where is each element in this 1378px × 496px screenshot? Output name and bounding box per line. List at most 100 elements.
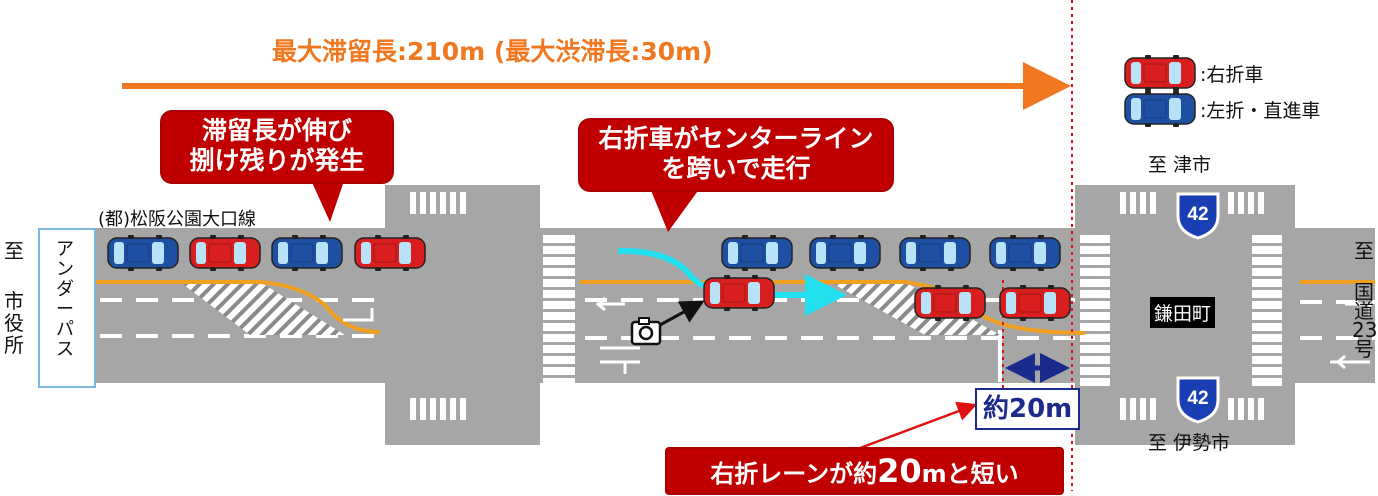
- crosswalk-stripe: [1080, 323, 1110, 331]
- dest-left-to: 至: [4, 239, 24, 263]
- intersection-name: 鎌田町: [1150, 297, 1216, 328]
- crosswalk-stripe: [440, 192, 446, 214]
- callout-queue-line1: 滞留長が伸び: [201, 116, 352, 145]
- crosswalk-stripe: [460, 192, 466, 214]
- car-icon: [189, 234, 261, 272]
- crosswalk-stripe: [1252, 334, 1282, 342]
- dest-top: 至 津市: [1148, 154, 1212, 176]
- crosswalk-stripe: [1080, 312, 1110, 320]
- car-icon: [899, 234, 971, 272]
- car-icon: [999, 284, 1071, 322]
- crosswalk-stripe: [430, 398, 436, 420]
- callout-queue-line2: 捌け残りが発生: [189, 146, 365, 175]
- callout-short-lane-b: mと短い: [921, 460, 1019, 488]
- callout-tail-queue: [310, 178, 345, 222]
- crosswalk-stripe: [1080, 334, 1110, 342]
- crosswalk-stripe: [543, 367, 575, 375]
- crosswalk-stripe: [1228, 192, 1234, 214]
- crosswalk-stripe: [1252, 323, 1282, 331]
- car-icon: [271, 234, 343, 272]
- crosswalk-stripe: [1252, 378, 1282, 386]
- crosswalk-stripe: [543, 268, 575, 276]
- crosswalk-stripe: [1080, 257, 1110, 265]
- car-icon: [721, 234, 793, 272]
- callout-short-lane-a: 右折レーンが約: [710, 460, 878, 488]
- crosswalk-stripe: [543, 279, 575, 287]
- crosswalk-stripe: [1130, 192, 1136, 214]
- crosswalk-stripe: [450, 398, 456, 420]
- crosswalk-stripe: [1252, 257, 1282, 265]
- callout-short-lane: 右折レーンが約20mと短い: [665, 447, 1064, 495]
- crosswalk-stripe: [1080, 301, 1110, 309]
- callout-tail-centerline: [650, 188, 700, 232]
- car-icon: [809, 234, 881, 272]
- dest-bottom: 至 伊勢市: [1148, 432, 1231, 454]
- camera-icon: [630, 317, 662, 346]
- road-arrows: [343, 296, 1372, 374]
- crosswalk-stripe: [1080, 356, 1110, 364]
- svg-text:42: 42: [1187, 204, 1208, 225]
- crosswalk-stripe: [1120, 192, 1126, 214]
- underpass-box: [38, 228, 96, 388]
- legend-red-car-icon: [1124, 54, 1196, 92]
- crosswalk-stripe: [1140, 192, 1146, 214]
- dest-left-place: 市役所: [4, 289, 24, 357]
- crosswalk-stripe: [543, 246, 575, 254]
- crosswalk-stripe: [430, 192, 436, 214]
- crosswalk-stripe: [1252, 301, 1282, 309]
- crosswalk-stripe: [1080, 378, 1110, 386]
- crosswalk-stripe: [1248, 398, 1254, 420]
- crosswalk-stripe: [1080, 279, 1110, 287]
- underpass-label: アンダーパス: [56, 239, 74, 360]
- route-shield-icon: 42: [1176, 376, 1220, 424]
- crosswalk-stripe: [1080, 235, 1110, 243]
- svg-text:42: 42: [1187, 388, 1208, 409]
- car-icon: [354, 234, 426, 272]
- crosswalk-stripe: [450, 192, 456, 214]
- crosswalk-stripe: [543, 378, 575, 386]
- car-icon: [914, 284, 986, 322]
- callout-pointer: [859, 401, 978, 450]
- crosswalk-stripe: [1252, 312, 1282, 320]
- crosswalk-stripe: [1120, 398, 1126, 420]
- crosswalk-stripe: [1252, 345, 1282, 353]
- crosswalk-stripe: [543, 334, 575, 342]
- crosswalk-stripe: [1130, 398, 1136, 420]
- car-icon: [703, 274, 775, 312]
- crosswalk-stripe: [1150, 398, 1156, 420]
- crosswalk-stripe: [1248, 192, 1254, 214]
- crosswalk-stripe: [1252, 367, 1282, 375]
- dest-right-to: 至: [1354, 239, 1374, 263]
- route-shield-icon: 42: [1176, 192, 1220, 240]
- crosswalk-stripe: [543, 345, 575, 353]
- crosswalk-stripe: [1140, 398, 1146, 420]
- crosswalk-stripe: [1258, 398, 1264, 420]
- crosswalk-stripe: [543, 257, 575, 265]
- crosswalk-stripe: [1238, 192, 1244, 214]
- camera-pointer: [659, 300, 705, 327]
- crosswalk-stripe: [1252, 290, 1282, 298]
- callout-queue: 滞留長が伸び 捌け残りが発生: [160, 110, 394, 184]
- crosswalk-stripe: [543, 323, 575, 331]
- crosswalk-stripe: [1252, 235, 1282, 243]
- crosswalk-stripe: [543, 312, 575, 320]
- crosswalk-stripe: [1080, 290, 1110, 298]
- legend-left-straight-label: :左折・直進車: [1200, 100, 1321, 122]
- crosswalk-stripe: [410, 398, 416, 420]
- zebra-area-left: [180, 282, 345, 335]
- legend-right-turn-label: :右折車: [1200, 64, 1264, 86]
- distance-label: 約20m: [975, 388, 1081, 430]
- crosswalk-stripe: [1080, 246, 1110, 254]
- crosswalk-stripe: [543, 301, 575, 309]
- callout-short-lane-big: 20: [877, 452, 922, 490]
- crosswalk-stripe: [1080, 268, 1110, 276]
- crosswalk-stripe: [420, 192, 426, 214]
- car-icon: [107, 234, 179, 272]
- road-name: (都)松阪公園大口線: [98, 209, 257, 230]
- crosswalk-stripe: [1252, 268, 1282, 276]
- callout-centerline-line2: を跨いで走行: [661, 154, 811, 183]
- crosswalk-stripe: [410, 192, 416, 214]
- crosswalk-stripe: [1258, 192, 1264, 214]
